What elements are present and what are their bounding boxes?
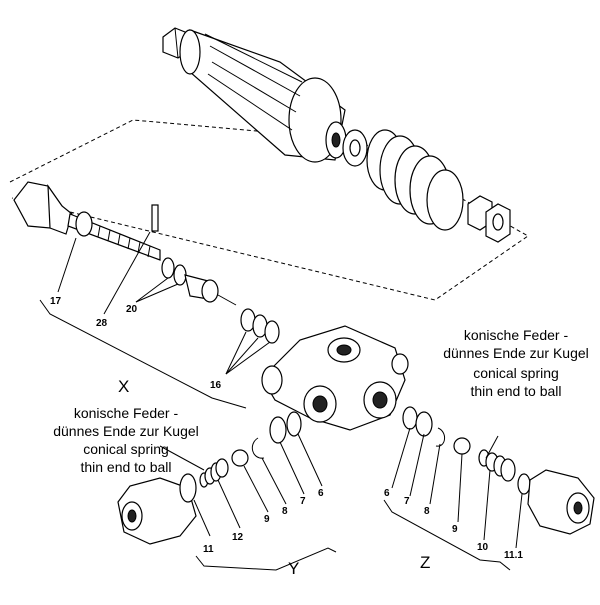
note-right-line-4: thin end to ball [470,383,561,399]
left-spring [199,458,229,488]
group-label-z: Z [420,553,430,572]
note-left-line-4: thin end to ball [80,459,171,475]
label-11: 11 [203,544,214,555]
right-circlip [435,427,445,447]
note-right-line-1: konische Feder - [464,327,569,343]
right-fitting [527,469,595,535]
label-9-left: 9 [264,514,270,525]
valve-stem [161,257,237,306]
o-rings-16 [240,308,280,344]
left-fitting [117,473,197,545]
label-12: 12 [232,532,244,543]
left-inlet-assembly [117,411,302,545]
part-numbers: 17 28 20 16 11 12 9 8 7 6 6 7 8 9 10 11.… [50,296,523,561]
right-o-ring [402,406,418,430]
note-left: konische Feder - dünnes Ende zur Kugel c… [53,405,199,475]
label-28: 28 [96,318,108,329]
note-right-line-2: dünnes Ende zur Kugel [443,345,589,361]
label-11-1: 11.1 [504,550,523,561]
rod-end-nut [13,181,73,235]
note-left-line-1: konische Feder - [74,405,179,421]
label-7-right: 7 [404,496,410,507]
left-circlip [251,437,265,459]
left-washer [269,416,287,444]
label-20: 20 [126,304,138,315]
note-right: konische Feder - dünnes Ende zur Kugel c… [443,327,589,399]
right-washer [415,411,433,437]
leader-lines [57,231,523,549]
handle-body [179,29,346,163]
label-6-right: 6 [384,488,390,499]
large-spring [366,129,464,231]
label-8-right: 8 [424,506,430,517]
flat-washer [342,129,368,167]
group-brackets [39,299,511,571]
valve-body [261,325,409,431]
rod-o-ring [75,211,93,237]
group-letters: X Y Z [118,377,430,578]
top-handle-assembly [9,27,529,301]
group-label-x: X [118,377,129,396]
group-label-y: Y [288,559,299,578]
dashed-outline [9,119,529,301]
label-8-left: 8 [282,506,288,517]
right-o-ring-11-1 [517,473,531,495]
label-7-left: 7 [300,496,306,507]
label-16: 16 [210,380,222,391]
label-10: 10 [477,542,489,553]
left-o-ring [286,411,302,437]
label-6-left: 6 [318,488,324,499]
label-17: 17 [50,296,62,307]
label-9-right: 9 [452,524,458,535]
note-left-line-2: dünnes Ende zur Kugel [53,423,199,439]
right-outlet-assembly [402,406,595,535]
rod-assembly [13,181,280,344]
end-nut-2 [485,203,511,243]
right-spring [478,449,516,482]
left-ball [231,449,249,467]
note-left-line-3: conical spring [83,441,169,457]
note-right-line-3: conical spring [473,365,559,381]
right-ball [453,437,471,455]
pin-28 [151,204,159,232]
